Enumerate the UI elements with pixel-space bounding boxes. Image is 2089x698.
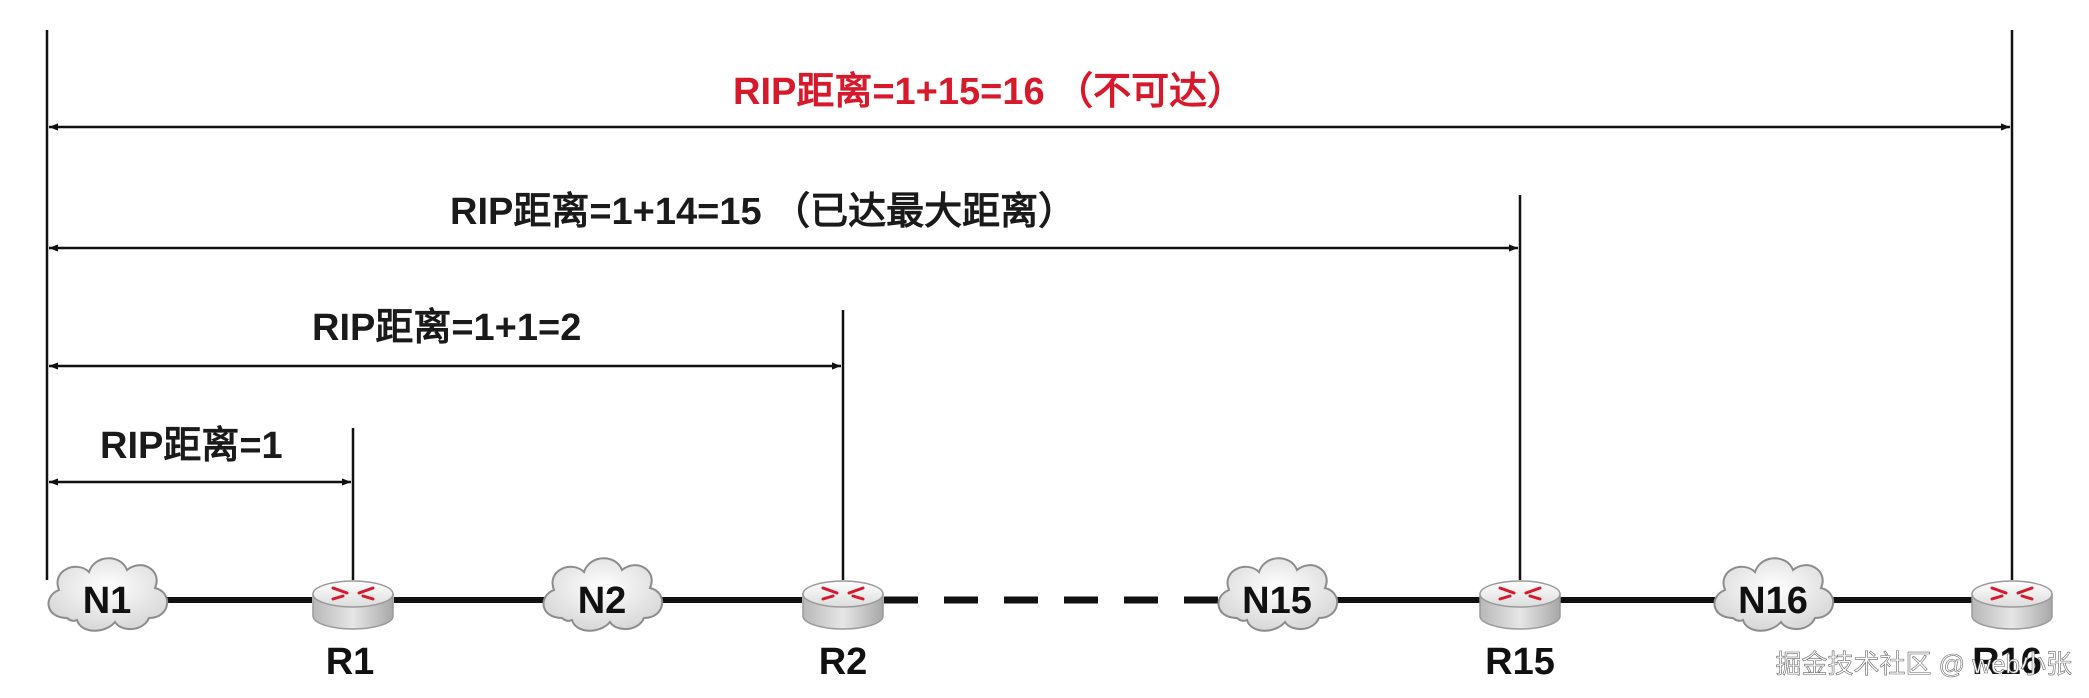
router-r16: R16	[1970, 579, 2054, 683]
network-n1: N1	[47, 557, 169, 632]
network-n15: N15	[1217, 557, 1339, 632]
network-n2: N2	[542, 557, 664, 632]
label-distance-1: RIP距离=1	[100, 425, 283, 467]
router-label: R16	[1972, 641, 2042, 683]
router-r15: R15	[1478, 579, 1562, 683]
label-distance-15: RIP距离=1+14=15 （已达最大距离）	[450, 191, 1076, 233]
router-icon	[801, 579, 885, 631]
label-distance-2: RIP距离=1+1=2	[312, 307, 581, 349]
router-r2: R2	[801, 579, 885, 683]
router-r1: R1	[311, 579, 395, 683]
network-label: N2	[578, 580, 627, 622]
router-label: R2	[819, 641, 868, 683]
network-label: N1	[83, 580, 132, 622]
network-n16: N16	[1713, 557, 1835, 632]
router-icon	[1478, 579, 1562, 631]
router-icon	[1970, 579, 2054, 631]
router-label: R15	[1485, 641, 1555, 683]
watermark: 掘金技术社区 @ web小张	[1775, 649, 2072, 679]
router-icon	[311, 579, 395, 631]
network-label: N15	[1242, 580, 1312, 622]
router-label: R1	[326, 641, 375, 683]
label-distance-16: RIP距离=1+15=16 （不可达）	[733, 71, 1245, 113]
network-label: N16	[1738, 580, 1808, 622]
